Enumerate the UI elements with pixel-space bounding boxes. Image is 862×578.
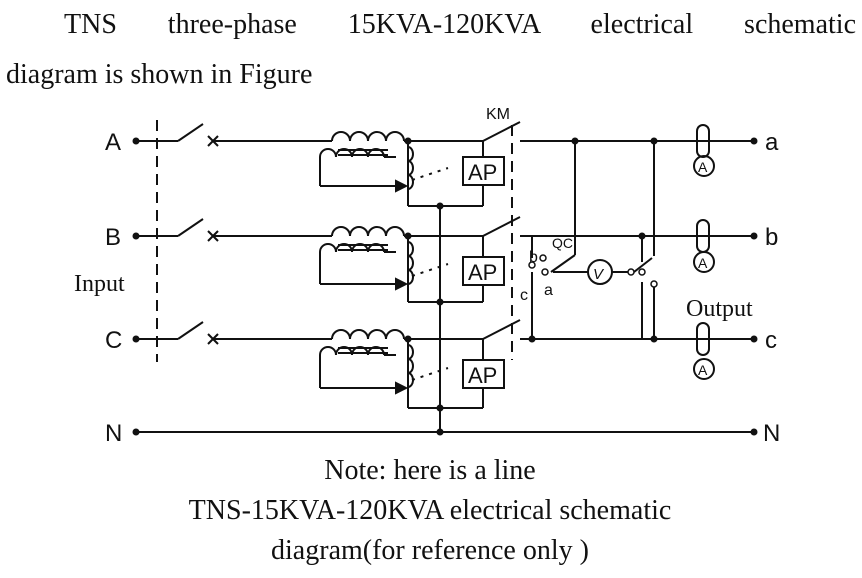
intro-line-2: diagram is shown in Figure — [6, 59, 313, 90]
intro-text: TNS three-phase 15KVA-120KVA electrical … — [6, 0, 856, 100]
input-label-c: C — [105, 327, 122, 354]
output-label-c: c — [765, 327, 777, 354]
ammeter-label-b: A — [698, 255, 708, 271]
output-label-n: N — [763, 420, 780, 447]
output-label-b: b — [765, 224, 778, 251]
ap-label-a: AP — [468, 160, 497, 185]
switch-position-c: c — [520, 287, 528, 304]
note-line-3: diagram(for reference only ) — [271, 535, 589, 566]
ammeter-label-a: A — [698, 159, 708, 175]
switch-position-b: b — [529, 249, 538, 266]
ammeter-label-c: A — [698, 362, 708, 378]
output-label-a: a — [765, 129, 779, 156]
intro-line-1: TNS three-phase 15KVA-120KVA electrical … — [64, 9, 856, 40]
contactor-label: KM — [486, 106, 510, 123]
switch-position-a: a — [544, 282, 553, 299]
selector-switch-label: QC — [552, 235, 573, 251]
ap-label-b: AP — [468, 260, 497, 285]
input-label-b: B — [105, 224, 121, 251]
voltmeter-label: V — [593, 266, 605, 283]
input-label-n: N — [105, 420, 122, 447]
ap-label-c: AP — [468, 363, 497, 388]
input-group-label: Input — [74, 271, 125, 297]
note-line-2: TNS-15KVA-120KVA electrical schematic — [188, 495, 672, 526]
note-line-1: Note: here is a line — [324, 455, 536, 486]
electrical-schematic: A B C N a b c N Input Output KM AP AP AP… — [74, 106, 780, 447]
output-group-label: Output — [686, 296, 753, 322]
input-label-a: A — [105, 129, 121, 156]
